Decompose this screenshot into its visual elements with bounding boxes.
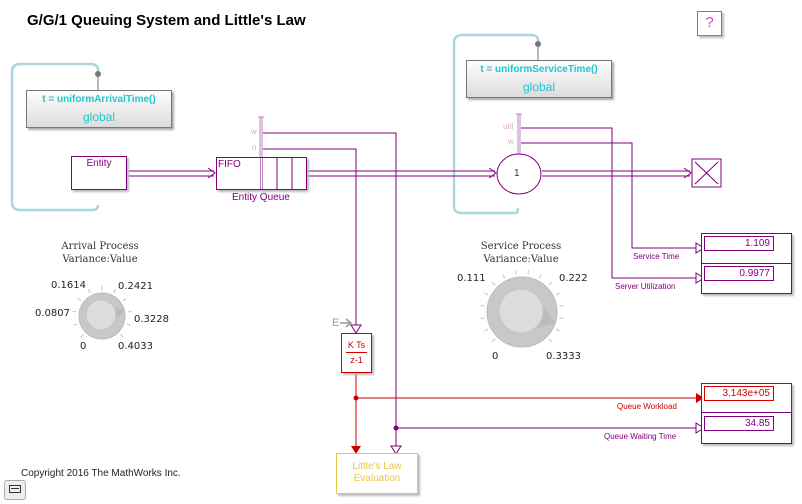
knob-indicator (115, 310, 125, 315)
knob-handle (85, 299, 117, 331)
arrival-function-scope: global (82, 110, 116, 124)
service-variance-knob[interactable] (480, 270, 564, 348)
server-stat-bus (516, 113, 522, 154)
service-knob-title-line2: Variance:Value (483, 254, 559, 265)
service-function-loop (452, 33, 540, 215)
arrival-knob-title-line1: Arrival Process (61, 241, 139, 252)
server-utilization-display: 0.9977 (704, 266, 774, 281)
queue-waiting-time-label: Queue Waiting Time (604, 432, 677, 441)
model-title: G/G/1 Queuing System and Little's Law (27, 12, 306, 29)
littles-law-line1: Little's Law (352, 461, 402, 472)
queue-waiting-time-display: 34.85 (704, 416, 774, 431)
server-port-w: w (508, 137, 514, 146)
service-time-display: 1.109 (704, 236, 774, 251)
knob-tick-mark (559, 304, 564, 307)
knob-tick-mark (491, 281, 496, 286)
knob-tick-mark (555, 292, 560, 296)
knob-tick-mark (514, 270, 517, 275)
minimize-icon (9, 485, 21, 493)
knob-tick-mark (113, 288, 117, 294)
service-function-signature: t = uniformServiceTime() (480, 64, 598, 75)
queue-workload-display: 3.143e+05 (704, 386, 774, 401)
entity-queue-name: Entity Queue (232, 192, 290, 203)
knob-tick-mark (555, 328, 560, 332)
knob-tick-mark (480, 317, 485, 320)
arrival-tick: 0.4033 (118, 341, 153, 352)
service-tick: 0.111 (457, 273, 486, 284)
service-tick: 0.3333 (546, 351, 581, 362)
arrival-knob-title-line2: Variance:Value (62, 254, 138, 265)
server-stats-display-group[interactable]: 1.109 0.9977 (701, 233, 792, 294)
queue-workload-label: Queue Workload (617, 402, 677, 411)
server-util-signal (521, 127, 696, 279)
service-time-function-block[interactable]: t = uniformServiceTime() global (466, 60, 612, 98)
arrival-tick: 0.3228 (134, 314, 169, 325)
arrival-tick: 0.2421 (118, 281, 153, 292)
knob-tick-mark (502, 274, 506, 279)
knob-tick-mark (122, 297, 127, 302)
queue-port-n: n (252, 143, 257, 152)
discrete-integrator-block[interactable]: K Ts z-1 (341, 333, 372, 373)
knob-tick-mark (548, 281, 553, 286)
entity-line-server-terminator (542, 167, 692, 179)
integrator-denominator: z-1 (350, 355, 363, 365)
copyright-notice: Copyright 2016 The MathWorks Inc. (21, 468, 181, 479)
queue-type-label: FIFO (218, 159, 241, 170)
knob-tick-mark (484, 328, 489, 332)
knob-pointer-body (536, 306, 556, 329)
entity-generator-block[interactable]: Entity (71, 156, 127, 190)
knob-tick-mark (72, 310, 77, 313)
service-knob-title: Service Process Variance:Value (461, 240, 581, 266)
arrival-tick: 0.0807 (35, 308, 70, 319)
entity-line-generator-queue (126, 167, 216, 179)
service-tick: 0.222 (559, 273, 588, 284)
arrival-tick: 0 (80, 341, 87, 352)
service-function-scope: global (522, 80, 556, 94)
arrival-function-signature: t = uniformArrivalTime() (42, 94, 156, 105)
arrival-time-function-block[interactable]: t = uniformArrivalTime() global (26, 90, 172, 128)
server-w-signal (521, 142, 696, 249)
server-utilization-label: Server Utilization (615, 282, 676, 291)
service-tick: 0 (492, 351, 499, 362)
entity-generator-label: Entity (86, 158, 112, 169)
arrival-function-loop (10, 62, 100, 212)
entity-line-queue-server (306, 167, 497, 179)
queue-w-signal (263, 132, 397, 446)
knob-tick-mark (73, 323, 78, 326)
queue-port-w: w (251, 127, 257, 136)
knob-handle (498, 288, 544, 334)
queue-stats-display-group[interactable]: 3.143e+05 34.85 (701, 383, 792, 444)
knob-tick-mark (484, 292, 489, 296)
knob-tick-mark (559, 317, 564, 320)
knob-tick-mark (87, 288, 91, 294)
knob-tick-mark (126, 323, 131, 326)
knob-tick-mark (77, 297, 82, 302)
server-capacity: 1 (514, 168, 520, 179)
service-knob-title-line1: Service Process (480, 241, 562, 252)
littles-law-line2: Evaluation (353, 473, 401, 484)
knob-tick-mark (527, 270, 530, 275)
service-time-label: Service Time (633, 252, 680, 261)
knob-tick-mark (127, 310, 132, 313)
knob-tick-mark (480, 304, 485, 307)
server-port-util: util (503, 122, 514, 131)
knob-tick-mark (80, 333, 85, 338)
knob-tick-mark (548, 338, 553, 343)
knob-tick-mark (491, 338, 496, 343)
knob-tick-mark (538, 274, 542, 279)
littles-law-evaluation-block[interactable]: Little's Law Evaluation (336, 453, 418, 494)
arrival-tick: 0.1614 (51, 280, 86, 291)
queue-n-signal (263, 148, 357, 325)
collapse-button[interactable] (4, 480, 26, 500)
arrival-knob-title: Arrival Process Variance:Value (40, 240, 160, 266)
enable-port-label: E (332, 317, 340, 329)
arrival-variance-knob[interactable] (72, 286, 132, 340)
server-block (496, 153, 542, 195)
integrator-numerator: K Ts (347, 340, 366, 350)
knob-tick-mark (119, 333, 124, 338)
help-button[interactable]: ? (697, 11, 722, 36)
entity-queue-block[interactable]: FIFO (216, 157, 307, 190)
